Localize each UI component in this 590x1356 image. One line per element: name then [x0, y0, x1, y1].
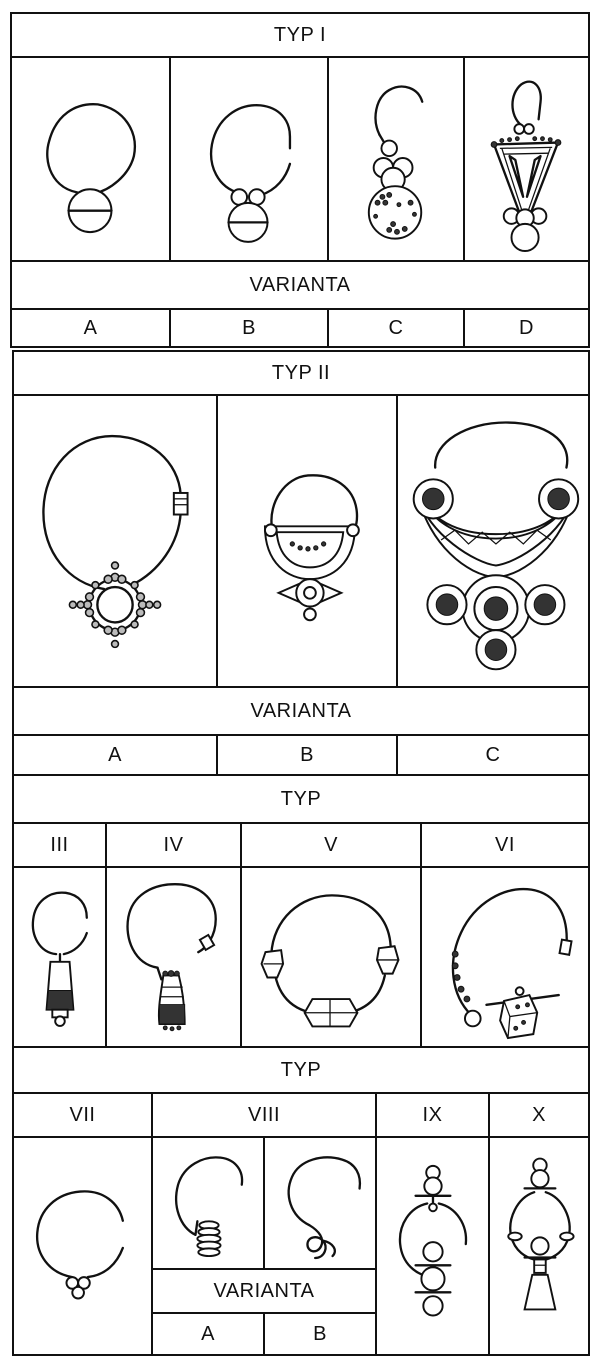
typ-viii-label: VIII [151, 1092, 377, 1138]
typ-i-a-image [10, 56, 171, 262]
typ-i-header: TYP I [10, 12, 590, 58]
typ-v-label: V [240, 822, 422, 868]
typ-viii-variant-a: A [151, 1312, 265, 1356]
typ-vii-image [12, 1136, 153, 1356]
typ-ii-b-image [216, 394, 398, 688]
typ-ii-header: TYP II [12, 350, 590, 396]
typ-x-image [488, 1136, 590, 1356]
typ-vi-image [420, 866, 590, 1048]
typ-viii-b-image [263, 1136, 377, 1270]
typ-iv-label: IV [105, 822, 242, 868]
earring-hook-spiral-icon [153, 1138, 263, 1268]
typ-vii-x-header: TYP [12, 1046, 590, 1094]
typ-i-variant-d: D [463, 308, 590, 348]
earring-ring-cone-icon [14, 868, 105, 1046]
typ-i-variant-c: C [327, 308, 465, 348]
earring-ring-cube-icon [422, 868, 588, 1046]
typ-ii-variant-a: A [12, 734, 218, 776]
typ-ii-variant-b: B [216, 734, 398, 776]
earring-ring-star-granule-icon [14, 396, 216, 686]
typ-ii-a-image [12, 394, 218, 688]
typ-i-b-image [169, 56, 329, 262]
typ-i-d-image [463, 56, 590, 262]
typ-i-c-image [327, 56, 465, 262]
earring-ring-bell-icon [490, 1138, 588, 1354]
typ-ix-image [375, 1136, 490, 1356]
typ-viii-a-image [151, 1136, 265, 1270]
typ-vi-label: VI [420, 822, 590, 868]
earring-ring-grape-icon [14, 1138, 151, 1354]
typ-ii-c-image [396, 394, 590, 688]
earring-ring-lunula-small-icon [218, 396, 396, 686]
typ-vii-label: VII [12, 1092, 153, 1138]
typ-iii-label: III [12, 822, 107, 868]
earring-ring-barrel-icon [107, 868, 240, 1046]
typ-i-varianta-label: VARIANTA [10, 260, 590, 310]
typ-ii-variant-c: C [396, 734, 590, 776]
typ-ix-label: IX [375, 1092, 490, 1138]
earring-ring-beads-icon [242, 868, 420, 1046]
typ-viii-varianta-label: VARIANTA [151, 1268, 377, 1314]
earring-triangular-pendant-icon [465, 58, 588, 260]
typ-iii-vi-header: TYP [12, 774, 590, 824]
typ-x-label: X [488, 1092, 590, 1138]
earring-ring-lunula-large-icon [398, 396, 588, 686]
earring-ring-granulated-ball-icon [329, 58, 463, 260]
earring-ring-ball-icon [12, 58, 169, 260]
earring-ring-double-bead-icon [171, 58, 327, 260]
typ-ii-varianta-label: VARIANTA [12, 686, 590, 736]
typ-iii-image [12, 866, 107, 1048]
typ-viii-variant-b: B [263, 1312, 377, 1356]
typ-i-variant-a: A [10, 308, 171, 348]
spiral-coil-icon [197, 1221, 220, 1256]
earring-hook-s-loop-icon [265, 1138, 375, 1268]
earring-ring-two-beads-icon [377, 1138, 488, 1354]
typ-iv-image [105, 866, 242, 1048]
typ-v-image [240, 866, 422, 1048]
typ-i-variant-b: B [169, 308, 329, 348]
